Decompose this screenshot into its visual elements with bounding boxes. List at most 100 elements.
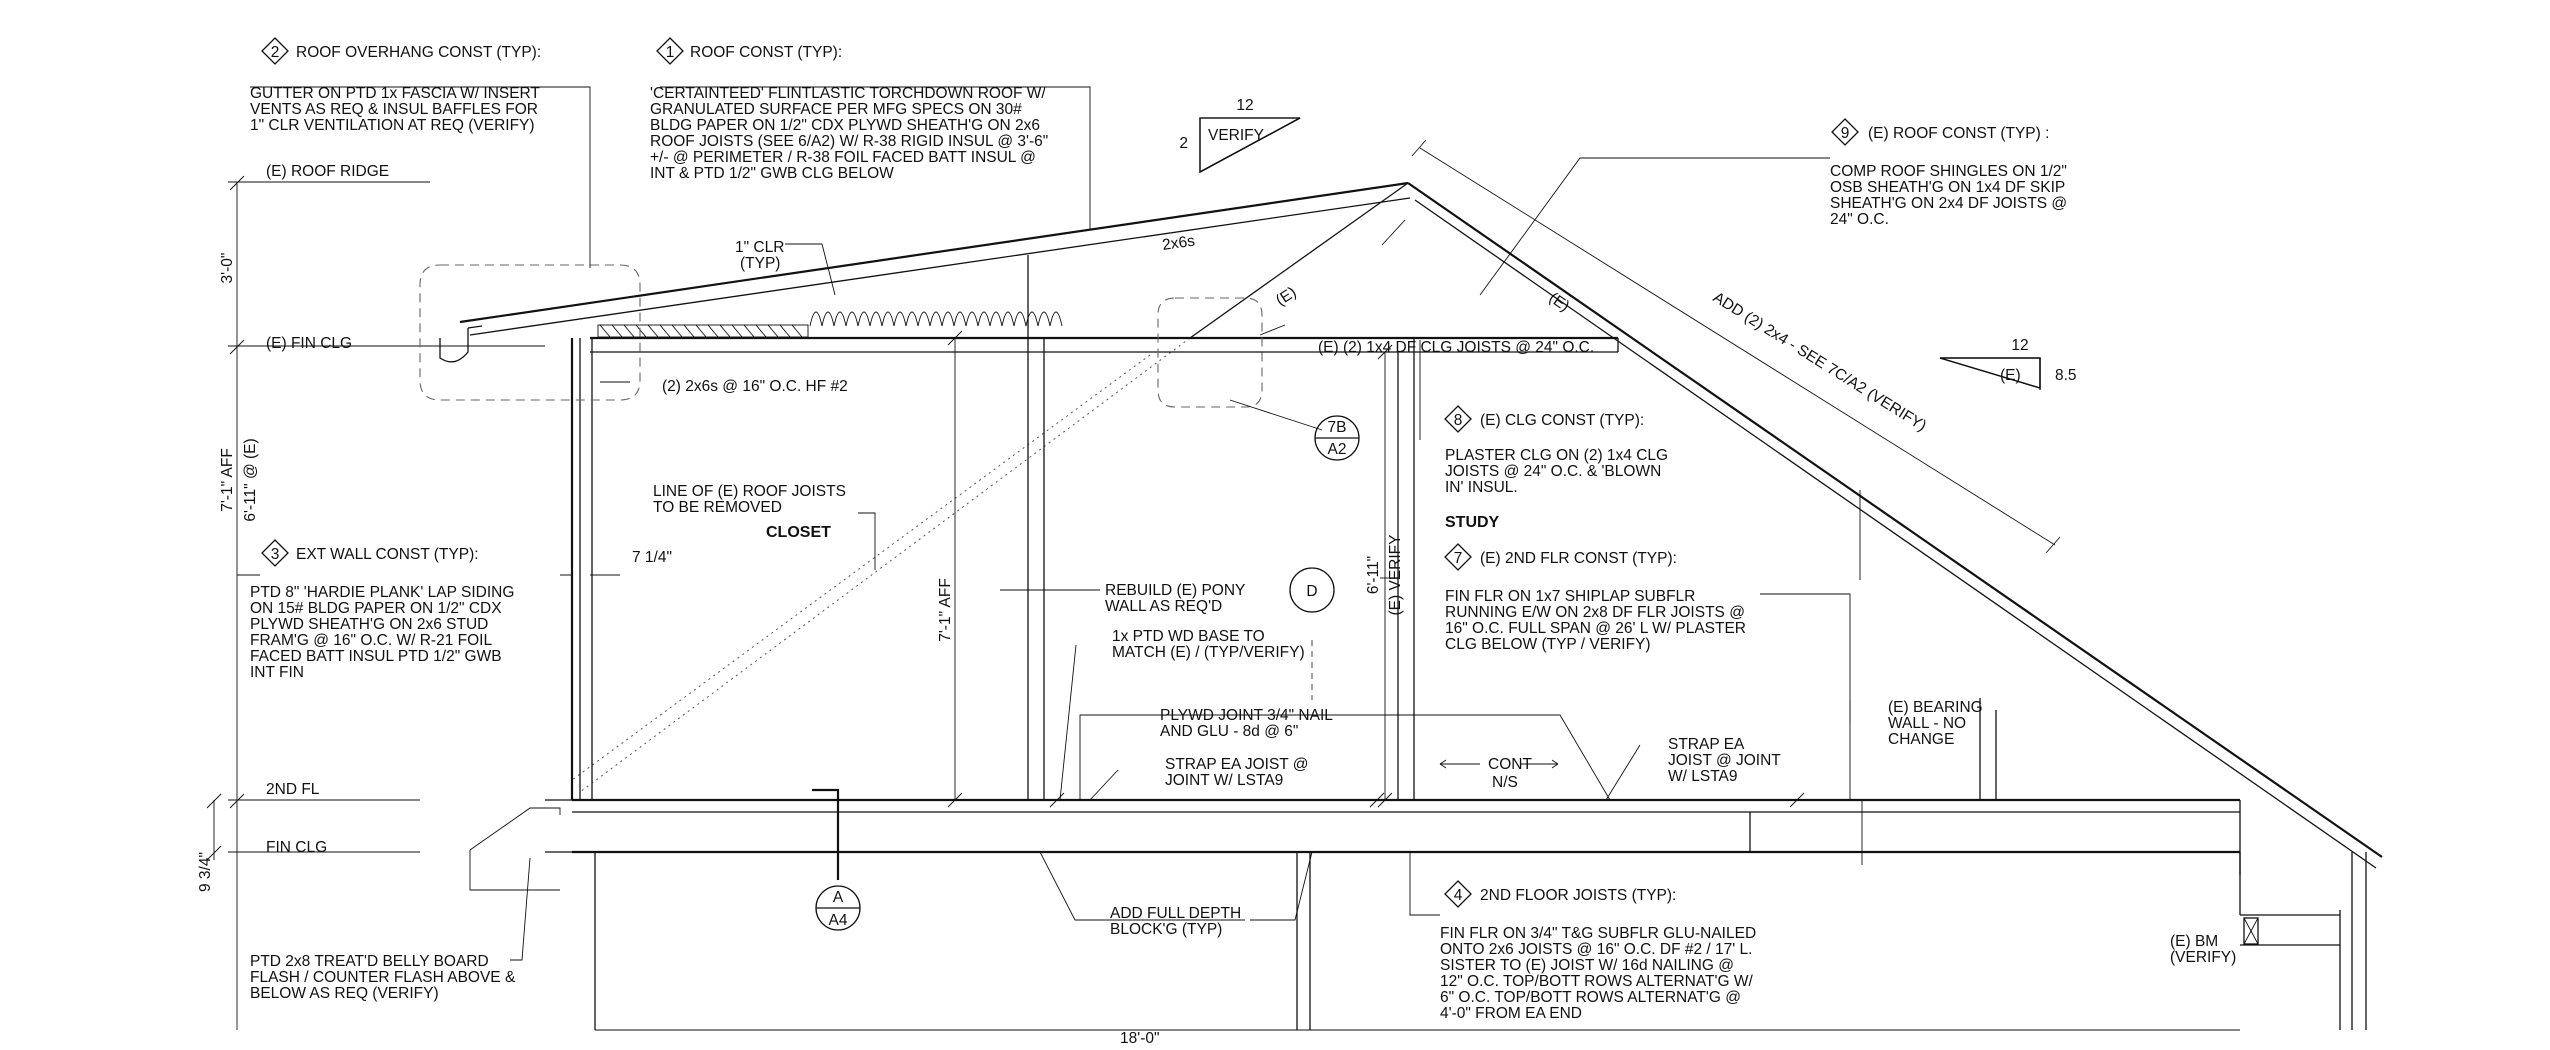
dim-span: 18'-0"	[1120, 1030, 1159, 1047]
note-roof-const-line-4: ROOF JOISTS (SEE 6/A2) W/ R-38 RIGID INS…	[650, 133, 1048, 150]
note-tag-9: 9	[1831, 118, 1859, 146]
callout-bearing-2: WALL - NO	[1888, 715, 1966, 732]
note-tag-2: 2	[261, 37, 289, 65]
note-existing-clg-line-3: IN' INSUL.	[1445, 479, 1518, 496]
note-roof-const-title: ROOF CONST (TYP):	[690, 44, 842, 61]
note-ext-wall-line-1: PTD 8" 'HARDIE PLANK' LAP SIDING	[250, 584, 514, 601]
dim-closet-height: 7'-1" AFF	[937, 578, 954, 642]
callout-base-1: 1x PTD WD BASE TO	[1112, 628, 1265, 645]
note-roof-const: ROOF CONST (TYP): 'CERTAINTEED' FLINTLAS…	[650, 44, 1048, 182]
slope-new-rise: 2	[1179, 135, 1188, 152]
level-fin-clg-upper: (E) FIN CLG	[266, 335, 352, 352]
callout-rafters: 2x6s	[1161, 233, 1196, 254]
structure-linework	[206, 139, 2383, 1031]
slope-indicator-existing: 12 8.5 (E)	[1939, 337, 2077, 390]
note-tag-2-number: 2	[271, 44, 280, 61]
note-existing-clg-title: (E) CLG CONST (TYP):	[1480, 412, 1644, 429]
note-floor-joists-line-6: 4'-0" FROM EA END	[1440, 1005, 1582, 1022]
dim-wall-height-a: 7'-1" AFF	[219, 448, 236, 512]
note-tag-7: 7	[1444, 543, 1472, 571]
callout-beam-2: (VERIFY)	[2170, 949, 2236, 966]
note-roof-const-line-5: +/- @ PERIMETER / R-38 FOIL FACED BATT I…	[650, 149, 1036, 166]
note-floor-joists-line-4: 12" O.C. TOP/BOTT ROWS ALTERNAT'G W/	[1440, 973, 1753, 990]
note-tag-9-number: 9	[1841, 125, 1850, 142]
note-roof-overhang-title: ROOF OVERHANG CONST (TYP):	[296, 44, 541, 61]
dim-wall-height-b: 6'-11" @ (E)	[242, 438, 259, 521]
note-floor-joists: 2ND FLOOR JOISTS (TYP): FIN FLR ON 3/4" …	[1440, 887, 1756, 1022]
callout-full-depth-1: ADD FULL DEPTH	[1110, 905, 1241, 922]
note-roof-const-line-6: INT & PTD 1/2" GWB CLG BELOW	[650, 165, 894, 182]
note-roof-overhang-line-1: GUTTER ON PTD 1x FASCIA W/ INSERT	[250, 85, 540, 102]
note-roof-const-line-1: 'CERTAINTEED' FLINTLASTIC TORCHDOWN ROOF…	[650, 85, 1046, 102]
callout-beam-1: (E) BM	[2170, 933, 2218, 950]
note-existing-roof-line-3: SHEATH'G ON 2x4 DF JOISTS @	[1830, 195, 2067, 212]
note-tag-8: 8	[1444, 405, 1472, 433]
slope-new-run: 12	[1236, 97, 1253, 114]
callout-clr-2: (TYP)	[740, 255, 780, 272]
callout-plywd-1: PLYWD JOINT 3/4" NAIL	[1160, 707, 1333, 724]
door-tag-d[interactable]: D	[1289, 567, 1335, 613]
note-existing-roof-title: (E) ROOF CONST (TYP) :	[1868, 125, 2049, 142]
callout-plywd-2: AND GLU - 8d @ 6"	[1160, 723, 1298, 740]
note-tag-1: 1	[656, 37, 684, 65]
note-roof-const-line-3: BLDG PAPER ON 1/2" CDX PLYWD SHEATH'G ON…	[650, 117, 1040, 134]
slope-new-label: VERIFY	[1208, 127, 1264, 144]
note-tag-4-number: 4	[1454, 887, 1463, 904]
room-closet: CLOSET	[766, 524, 831, 541]
note-tag-4: 4	[1444, 880, 1472, 908]
section-marker-a-sheet: A4	[829, 912, 848, 929]
note-tag-3-number: 3	[271, 546, 280, 563]
note-existing-clg-line-1: PLASTER CLG ON (2) 1x4 CLG	[1445, 447, 1668, 464]
revision-cloud-eave	[1157, 297, 1263, 408]
note-ext-wall-title: EXT WALL CONST (TYP):	[296, 546, 479, 563]
dim-study-height-b: (E) VERIFY	[1387, 535, 1404, 616]
detail-marker-7b-id: 7B	[1328, 419, 1347, 436]
note-second-flr-line-3: 16" O.C. FULL SPAN @ 26' L W/ PLASTER	[1445, 620, 1746, 637]
callout-existing-a: (E)	[1273, 284, 1300, 310]
note-floor-joists-line-1: FIN FLR ON 3/4" T&G SUBFLR GLU-NAILED	[1440, 925, 1756, 942]
note-floor-joists-line-2: ONTO 2x6 JOISTS @ 16" O.C. DF #2 / 17' L…	[1440, 941, 1752, 958]
callout-rebuild-2: WALL AS REQ'D	[1105, 598, 1222, 615]
detail-marker-7b-sheet: A2	[1328, 441, 1347, 458]
note-ext-wall-line-4: FRAM'G @ 16" O.C. W/ R-21 FOIL	[250, 632, 492, 649]
note-existing-roof: (E) ROOF CONST (TYP) : COMP ROOF SHINGLE…	[1830, 125, 2067, 228]
note-second-flr-title: (E) 2ND FLR CONST (TYP):	[1480, 550, 1677, 567]
note-tag-8-number: 8	[1454, 412, 1463, 429]
callout-belly-2: FLASH / COUNTER FLASH ABOVE &	[250, 969, 516, 986]
callout-strap-left-2: JOINT W/ LSTA9	[1165, 772, 1283, 789]
note-roof-overhang: ROOF OVERHANG CONST (TYP): GUTTER ON PTD…	[250, 44, 541, 134]
callout-base-2: MATCH (E) / (TYP/VERIFY)	[1112, 644, 1305, 661]
note-floor-joists-title: 2ND FLOOR JOISTS (TYP):	[1480, 887, 1676, 904]
slope-indicator-new: 12 2 VERIFY	[1179, 97, 1301, 174]
level-fin-clg-lower: FIN CLG	[266, 839, 327, 856]
note-ext-wall: EXT WALL CONST (TYP): PTD 8" 'HARDIE PLA…	[250, 546, 514, 681]
note-existing-clg-line-2: JOISTS @ 24" O.C. & 'BLOWN	[1445, 463, 1661, 480]
revision-cloud-overhang	[419, 264, 641, 401]
note-existing-roof-line-2: OSB SHEATH'G ON 1x4 DF SKIP	[1830, 179, 2065, 196]
callout-bearing-3: CHANGE	[1888, 731, 1954, 748]
callout-clr-1: 1" CLR	[735, 239, 784, 256]
door-tag-d-label: D	[1306, 583, 1317, 600]
note-tag-3: 3	[261, 539, 289, 567]
detail-marker-7b[interactable]: 7B A2	[1314, 415, 1360, 461]
note-second-flr: (E) 2ND FLR CONST (TYP): FIN FLR ON 1x7 …	[1445, 550, 1746, 653]
note-second-flr-line-2: RUNNING E/W ON 2x8 DF FLR JOISTS @	[1445, 604, 1745, 621]
callout-strap-left-1: STRAP EA JOIST @	[1165, 756, 1309, 773]
callout-rebuild-1: REBUILD (E) PONY	[1105, 582, 1245, 599]
note-roof-overhang-line-2: VENTS AS REQ & INSUL BAFFLES FOR	[250, 101, 538, 118]
callout-belly-1: PTD 2x8 TREAT'D BELLY BOARD	[250, 953, 489, 970]
note-tag-7-number: 7	[1454, 550, 1463, 567]
leader-lines	[237, 86, 1861, 961]
callout-full-depth-2: BLOCK'G (TYP)	[1110, 921, 1222, 938]
note-second-flr-line-4: CLG BELOW (TYP / VERIFY)	[1445, 636, 1651, 653]
section-marker-a-id: A	[833, 889, 844, 906]
note-second-flr-line-1: FIN FLR ON 1x7 SHIPLAP SUBFLR	[1445, 588, 1695, 605]
note-existing-roof-line-1: COMP ROOF SHINGLES ON 1/2"	[1830, 163, 2067, 180]
note-tag-1-number: 1	[666, 44, 675, 61]
callout-siding-dim: 7 1/4"	[632, 549, 672, 566]
note-floor-joists-line-3: SISTER TO (E) JOIST W/ 16d NAILING @	[1440, 957, 1734, 974]
section-marker-a[interactable]: A A4	[812, 788, 861, 931]
note-ext-wall-line-6: INT FIN	[250, 664, 304, 681]
callout-existing-clg-joists: (E) (2) 1x4 DF CLG JOISTS @ 24" O.C.	[1318, 339, 1594, 356]
callout-strap-right-2: JOIST @ JOINT	[1668, 752, 1781, 769]
